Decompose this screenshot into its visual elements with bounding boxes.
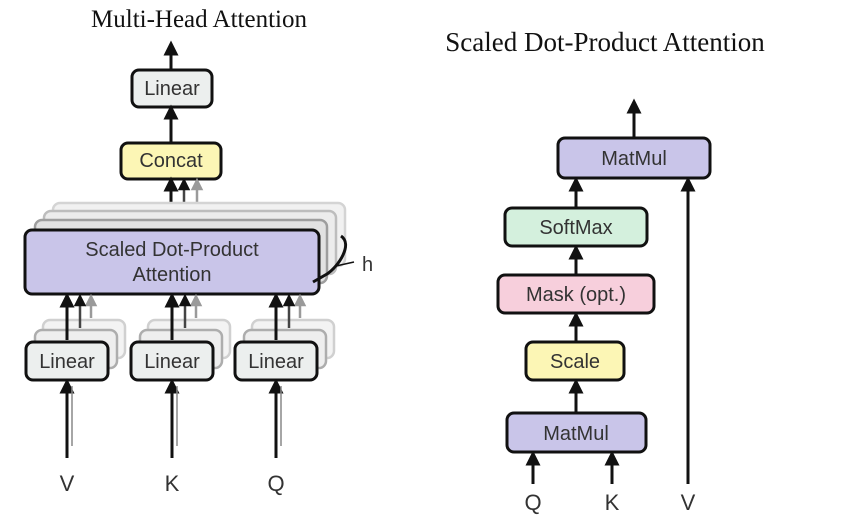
matmul-bottom-label: MatMul xyxy=(543,423,609,445)
sdpa-label-line1: Scaled Dot-Product xyxy=(85,239,259,261)
scale-label: Scale xyxy=(550,351,600,373)
mh-input-k: K xyxy=(165,471,180,496)
linear-q-stack: Linear xyxy=(233,318,336,382)
mh-input-v: V xyxy=(60,471,75,496)
scale-box: Scale xyxy=(524,340,626,382)
h-bracket xyxy=(312,234,348,284)
sd-input-v: V xyxy=(681,490,696,515)
multi-head-diagram: Linear Concat Scaled Dot-Product Attenti… xyxy=(23,40,373,496)
concat-label: Concat xyxy=(139,150,203,172)
mask-box: Mask (opt.) xyxy=(496,273,656,315)
mask-label: Mask (opt.) xyxy=(526,284,626,306)
sdpa-box: Scaled Dot-Product Attention xyxy=(23,228,321,296)
scaled-dot-diagram: MatMul SoftMax Mask (opt.) Scale MatMul xyxy=(496,98,712,515)
h-pointer xyxy=(335,261,355,267)
linear-k-label: Linear xyxy=(144,351,200,373)
linear-v-label: Linear xyxy=(39,351,95,373)
arrows-inputs-to-linear xyxy=(59,378,284,458)
scaled-dot-title: Scaled Dot-Product Attention xyxy=(445,27,765,57)
sdpa-label-line2: Attention xyxy=(133,264,212,286)
linear-k-stack: Linear xyxy=(129,318,232,382)
linear-top-label: Linear xyxy=(144,78,200,100)
linear-top-box: Linear xyxy=(130,68,214,109)
linear-q-label: Linear xyxy=(248,351,304,373)
concat-box: Concat xyxy=(119,141,223,181)
sd-input-q: Q xyxy=(524,490,541,515)
sd-input-k: K xyxy=(605,490,620,515)
multi-head-title: Multi-Head Attention xyxy=(91,6,307,33)
h-label: h xyxy=(362,254,373,276)
matmul-bottom-box: MatMul xyxy=(505,411,648,454)
mh-input-q: Q xyxy=(267,471,284,496)
arrows-linear-to-sdpa xyxy=(59,292,307,340)
linear-v-stack: Linear xyxy=(24,318,127,382)
matmul-top-box: MatMul xyxy=(556,136,712,180)
softmax-box: SoftMax xyxy=(503,206,649,248)
matmul-top-label: MatMul xyxy=(601,148,667,170)
softmax-label: SoftMax xyxy=(539,217,612,239)
